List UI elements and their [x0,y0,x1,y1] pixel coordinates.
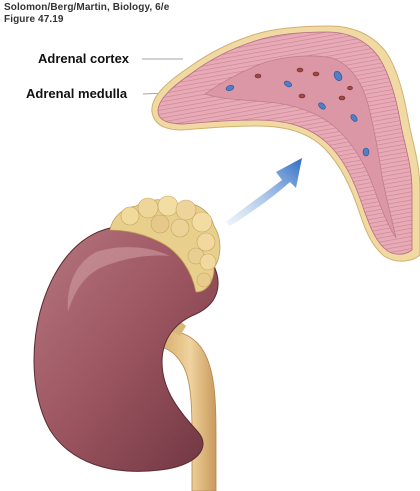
magnification-arrow [226,158,302,226]
label-adrenal-cortex: Adrenal cortex [38,51,129,66]
label-adrenal-medulla: Adrenal medulla [26,86,127,101]
